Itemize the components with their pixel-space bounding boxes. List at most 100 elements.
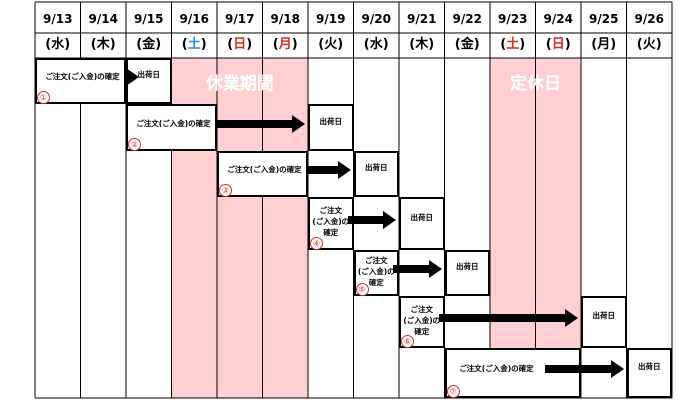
arrow-head	[383, 210, 396, 229]
weekday-char: 木	[96, 37, 110, 52]
weekday-char: 水	[51, 37, 65, 52]
weekday-close-paren: )	[109, 37, 116, 52]
ship-day-label: 出荷日	[638, 362, 661, 371]
weekday-close-paren: )	[337, 37, 344, 52]
weekday-char: 月	[597, 37, 611, 52]
date-header: 9/15	[134, 12, 164, 26]
order-confirm-line: 確定	[368, 277, 384, 287]
closure-period-label: 定休日	[510, 74, 561, 94]
step-number-badge: ④	[310, 237, 323, 250]
order-confirm-block	[126, 104, 217, 151]
weekday-close-paren: )	[610, 37, 617, 52]
date-header: 9/23	[498, 12, 528, 26]
arrow-shaft	[438, 314, 566, 322]
order-confirm-line: (ご入金)の	[357, 266, 395, 276]
weekday-header: (日)	[217, 38, 263, 52]
weekday-char: 火	[324, 37, 338, 52]
step-number-badge: ③	[219, 184, 232, 197]
weekday-header: (月)	[263, 38, 309, 52]
weekday-close-paren: )	[382, 37, 389, 52]
weekday-close-paren: )	[473, 37, 480, 52]
order-confirm-line: 確定	[414, 326, 430, 336]
weekday-char: 土	[506, 37, 520, 52]
ship-day-label: 出荷日	[456, 262, 479, 271]
arrow-head	[292, 114, 305, 133]
weekday-open-paren: (	[90, 37, 97, 52]
step-number-badge: ⑥	[401, 335, 414, 348]
order-confirm-label: ご注文(ご入金)の確定	[308, 205, 354, 238]
date-header: 9/17	[225, 12, 255, 26]
weekday-header: (金)	[126, 38, 172, 52]
arrow-head	[565, 309, 578, 327]
step-number-badge: ⑦	[446, 385, 460, 398]
ship-day-label: 出荷日	[137, 70, 161, 79]
weekday-close-paren: )	[246, 37, 253, 52]
weekday-open-paren: (	[318, 37, 325, 52]
progress-arrow	[217, 114, 305, 133]
weekday-open-paren: (	[636, 37, 643, 52]
holiday-column-shade	[490, 58, 536, 398]
order-confirm-line: ご注文(ご入金)の確定	[136, 118, 211, 128]
date-header: 9/22	[452, 12, 482, 26]
weekday-header: (火)	[308, 38, 354, 52]
date-header: 9/18	[270, 12, 300, 26]
weekday-close-paren: )	[564, 37, 571, 52]
weekday-char: 金	[142, 37, 156, 52]
arrow-shaft	[308, 166, 339, 174]
weekday-open-paren: (	[454, 37, 461, 52]
date-header: 9/16	[179, 12, 209, 26]
ship-day-block	[399, 197, 445, 250]
order-confirm-line: ご注文	[365, 255, 388, 265]
weekday-header: (金)	[445, 38, 491, 52]
weekday-header: (木)	[81, 38, 127, 52]
weekday-char: 日	[233, 37, 247, 52]
weekday-char: 月	[278, 37, 292, 52]
weekday-open-paren: (	[545, 37, 552, 52]
ship-day-block	[581, 296, 627, 348]
holiday-column-shade	[217, 58, 263, 398]
weekday-open-paren: (	[136, 37, 143, 52]
order-confirm-label: ご注文(ご入金)の確定	[39, 71, 126, 82]
weekday-char: 木	[415, 37, 429, 52]
weekday-close-paren: )	[291, 37, 298, 52]
order-confirm-block	[444, 348, 581, 398]
arrow-head	[428, 260, 442, 278]
arrow-shaft	[544, 365, 612, 373]
arrow-shaft	[217, 119, 293, 128]
weekday-char: 水	[369, 37, 383, 52]
ship-day-label: 出荷日	[592, 311, 616, 320]
arrow-shaft	[393, 265, 430, 273]
weekday-close-paren: )	[519, 37, 526, 52]
date-header: 9/14	[88, 12, 118, 26]
progress-arrow	[308, 161, 351, 179]
weekday-char: 金	[460, 37, 474, 52]
ship-day-block	[308, 104, 354, 151]
order-confirm-line: ご注文	[410, 304, 434, 314]
step-number-badge: ⑤	[355, 283, 369, 296]
weekday-char: 土	[187, 37, 201, 52]
date-header: 9/25	[589, 12, 619, 26]
order-confirm-line: ご注文(ご入金)の確定	[459, 364, 534, 373]
weekday-char: 日	[551, 37, 565, 52]
weekday-header: (木)	[399, 38, 445, 52]
weekday-header: (水)	[354, 38, 400, 52]
weekday-open-paren: (	[45, 37, 52, 52]
weekday-header: (水)	[35, 38, 81, 52]
ship-day-label: 出荷日	[365, 163, 388, 172]
weekday-open-paren: (	[500, 37, 507, 52]
ship-day-label: 出荷日	[410, 212, 434, 222]
order-confirm-label: ご注文(ご入金)の確定	[354, 255, 400, 288]
date-header: 9/21	[407, 12, 437, 26]
date-header: 9/20	[361, 12, 391, 26]
weekday-header: (土)	[172, 38, 218, 52]
weekday-close-paren: )	[200, 37, 207, 52]
order-confirm-line: ご注文(ご入金)の確定	[45, 72, 120, 81]
arrow-shaft	[347, 215, 384, 224]
step-number-badge: ①	[37, 91, 50, 104]
ship-day-label: 出荷日	[319, 116, 343, 126]
step-number-badge: ②	[128, 138, 141, 151]
weekday-header: (月)	[581, 38, 627, 52]
progress-arrow	[393, 260, 442, 278]
